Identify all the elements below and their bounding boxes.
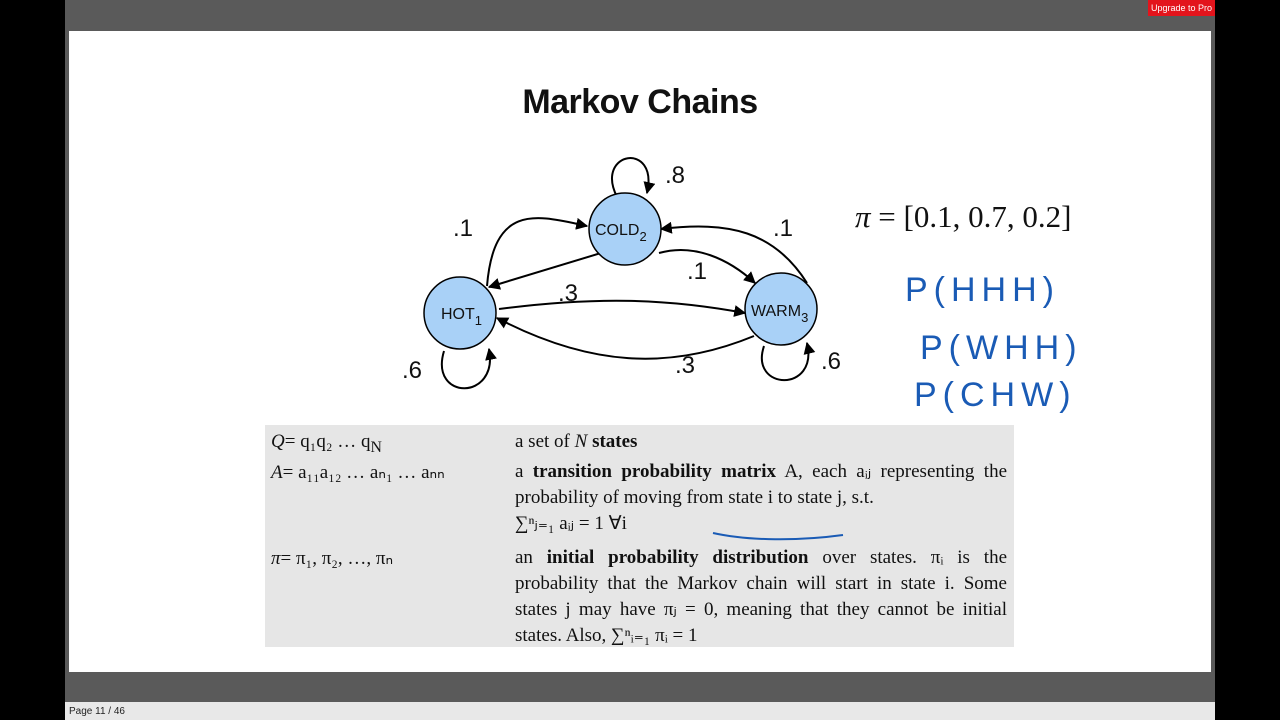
label-hot-to-cold: .1 bbox=[453, 215, 473, 242]
svg-text:HOT1: HOT1 bbox=[441, 306, 482, 328]
edge-warm-self bbox=[760, 341, 816, 381]
label-cold-self: .8 bbox=[665, 162, 685, 189]
def-pi-symbol: π= π₁, π₂, …, πₙ bbox=[271, 548, 394, 569]
handwritten-note-chw: P(CHW) bbox=[914, 376, 1077, 414]
def-a-sum: ∑ⁿⱼ₌₁ aᵢⱼ = 1 ∀i bbox=[515, 513, 627, 534]
label-cold-to-warm: .1 bbox=[687, 258, 707, 285]
definitions-table: Q= q₁q₂ … qN a set of N states A= a₁₁a₁₂… bbox=[265, 425, 1014, 647]
node-hot: HOT1 bbox=[423, 276, 497, 350]
label-warm-to-hot: .3 bbox=[675, 352, 695, 379]
node-warm: WARM3 bbox=[744, 272, 818, 346]
slide-page: Markov Chains COLD2 HOT1 WARM3 bbox=[69, 31, 1211, 672]
edge-warm-to-hot bbox=[495, 317, 755, 360]
handwritten-note-hhh: P(HHH) bbox=[905, 271, 1060, 309]
svg-text:COLD2: COLD2 bbox=[595, 222, 647, 244]
edge-cold-to-warm bbox=[658, 249, 756, 284]
node-cold: COLD2 bbox=[588, 192, 662, 266]
edge-cold-to-hot bbox=[487, 252, 602, 290]
edge-hot-to-cold bbox=[486, 217, 589, 287]
status-bar: Page 11 / 46 bbox=[65, 702, 1215, 720]
def-q-description: a set of N states bbox=[515, 431, 638, 452]
slide-title: Markov Chains bbox=[522, 83, 758, 121]
label-hot-self: .6 bbox=[402, 357, 422, 384]
edge-warm-to-cold bbox=[659, 221, 808, 284]
handwritten-underline bbox=[712, 532, 844, 541]
upgrade-button[interactable]: Upgrade to Pro bbox=[1148, 0, 1215, 16]
pi-equation: π = [0.1, 0.7, 0.2] bbox=[855, 199, 1072, 234]
page-indicator: Page 11 / 46 bbox=[69, 706, 125, 717]
edge-cold-self bbox=[611, 157, 656, 198]
def-a-description: a transition probability matrix A, each … bbox=[515, 461, 1008, 534]
label-hot-to-warm: .3 bbox=[558, 280, 578, 307]
handwritten-note-whh: P(WHH) bbox=[920, 329, 1083, 367]
def-pi-description: an initial probability distribution over… bbox=[515, 547, 1008, 646]
def-q-symbol: Q= q₁q₂ … qN bbox=[271, 431, 382, 456]
svg-text:WARM3: WARM3 bbox=[751, 303, 808, 325]
edge-hot-to-warm bbox=[498, 299, 747, 317]
edge-hot-self bbox=[441, 347, 497, 390]
def-a-symbol: A= a₁₁a₁₂ … aₙ₁ … aₙₙ bbox=[271, 462, 445, 483]
label-warm-to-cold: .1 bbox=[773, 215, 793, 242]
markov-diagram: COLD2 HOT1 WARM3 .8 .1 .1 .1 .3 .3 .6 .6 bbox=[402, 157, 841, 390]
label-warm-self: .6 bbox=[821, 348, 841, 375]
